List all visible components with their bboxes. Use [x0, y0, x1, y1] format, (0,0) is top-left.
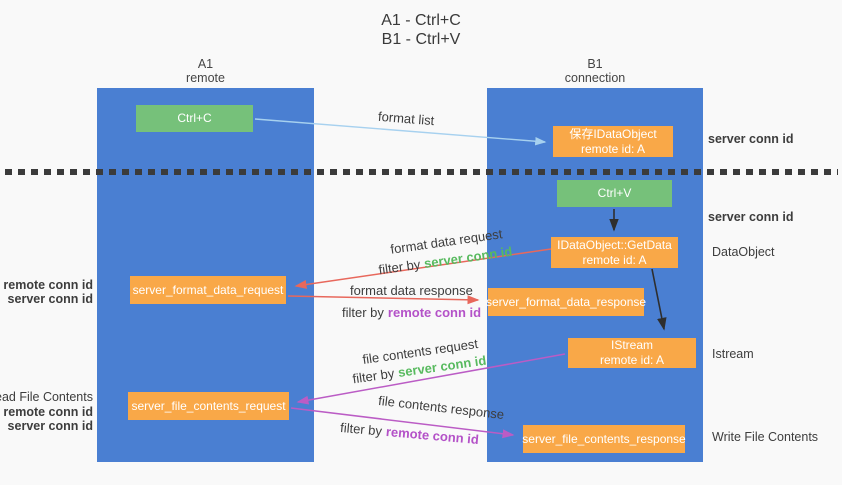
- server-format-data-response-box: server_format_data_response: [485, 288, 647, 316]
- column-b1-id: B1: [587, 57, 603, 71]
- right-label-istream: Istream: [712, 347, 754, 361]
- server-format-data-request-label: server_format_data_request: [132, 282, 284, 297]
- remote-conn-id-text: remote conn id: [387, 305, 482, 320]
- label-format-list: format list: [377, 108, 435, 129]
- right-label-server-conn-id-mid: server conn id: [708, 210, 794, 224]
- getdata-line1: IDataObject::GetData: [557, 237, 672, 252]
- left-label-read-file-contents: Read File Contents: [0, 390, 93, 404]
- right-label-write-file-contents: Write File Contents: [712, 430, 819, 444]
- ctrl-v-box: Ctrl+V: [557, 180, 672, 207]
- column-a1-name: remote: [186, 71, 225, 85]
- label-format-data-response: format data response: [350, 283, 473, 298]
- filter-by-text: filter by: [342, 305, 384, 320]
- ctrl-c-label: Ctrl+C: [177, 111, 212, 125]
- label-file-contents-response: file contents response: [377, 392, 505, 423]
- right-label-server-conn-id-top: server conn id: [708, 132, 794, 146]
- server-file-contents-response-label: server_file_contents_response: [522, 431, 686, 446]
- left-label-remote-conn-id-2: remote conn id: [3, 405, 93, 419]
- title-line-ctrl-c: A1 - Ctrl+C: [381, 12, 461, 29]
- divider-dotted-line: [5, 169, 838, 175]
- ctrl-c-box: Ctrl+C: [136, 105, 253, 132]
- title-line-ctrl-v: B1 - Ctrl+V: [381, 31, 461, 48]
- server-file-contents-response-box: server_file_contents_response: [522, 425, 686, 453]
- server-file-contents-request-box: server_file_contents_request: [128, 392, 289, 420]
- server-format-data-response-label: server_format_data_response: [485, 294, 647, 309]
- ctrl-v-label: Ctrl+V: [597, 186, 632, 200]
- column-a1-id: A1: [197, 57, 214, 71]
- save-dataobject-line1: 保存IDataObject: [569, 126, 657, 141]
- save-dataobject-line2: remote id: A: [580, 141, 646, 156]
- diagram-title: A1 - Ctrl+C B1 - Ctrl+V: [0, 11, 842, 49]
- column-header-b1: B1 connection: [487, 57, 703, 85]
- save-dataobject-box: 保存IDataObject remote id: A: [553, 126, 673, 157]
- left-label-server-conn-id-1: server conn id: [7, 292, 93, 306]
- getdata-line2: remote id: A: [582, 252, 647, 267]
- server-file-contents-request-label: server_file_contents_request: [131, 398, 286, 413]
- filter-by-text: filter by: [339, 419, 383, 439]
- column-b1-name: connection: [564, 71, 626, 85]
- istream-line1: IStream: [610, 338, 653, 352]
- left-label-server-conn-id-2: server conn id: [7, 419, 93, 433]
- column-header-a1: A1 remote: [97, 57, 314, 85]
- filter-by-text: filter by: [351, 365, 396, 387]
- getdata-box: IDataObject::GetData remote id: A: [551, 237, 678, 268]
- server-format-data-request-box: server_format_data_request: [130, 276, 286, 304]
- left-label-remote-conn-id-1: remote conn id: [3, 278, 93, 292]
- istream-line2: remote id: A: [599, 353, 665, 367]
- filter-by-text: filter by: [377, 256, 422, 278]
- istream-box: IStream remote id: A: [568, 338, 696, 368]
- remote-conn-id-text: remote conn id: [385, 423, 480, 448]
- right-label-dataobject: DataObject: [712, 245, 775, 259]
